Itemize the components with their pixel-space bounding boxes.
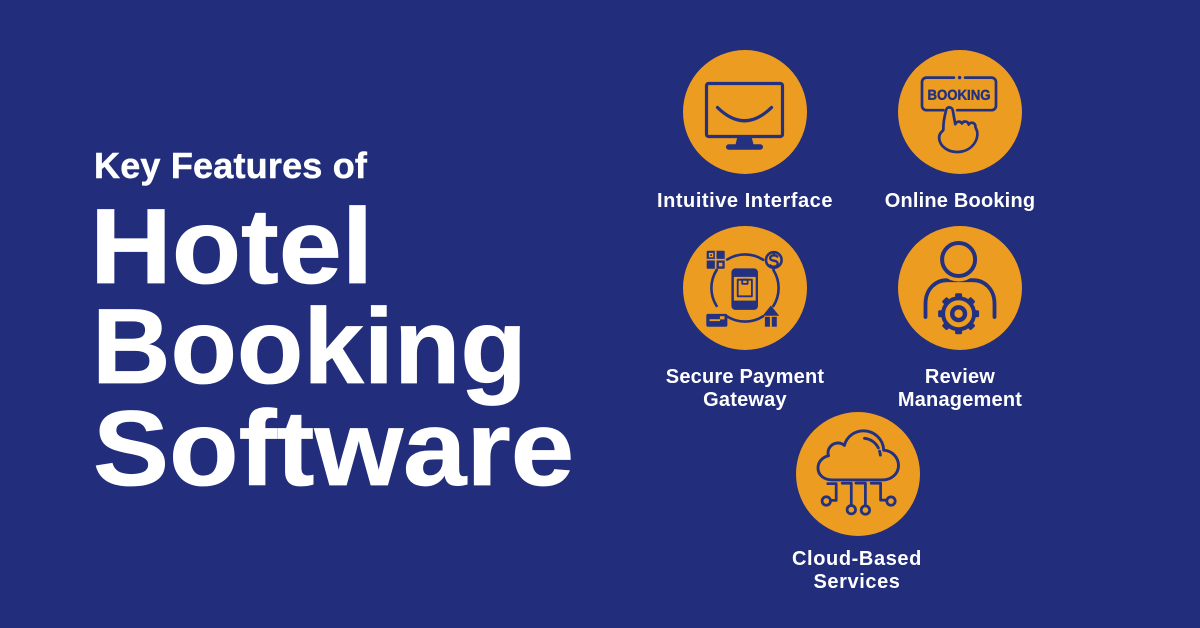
svg-text:BOOKING: BOOKING	[927, 88, 990, 104]
